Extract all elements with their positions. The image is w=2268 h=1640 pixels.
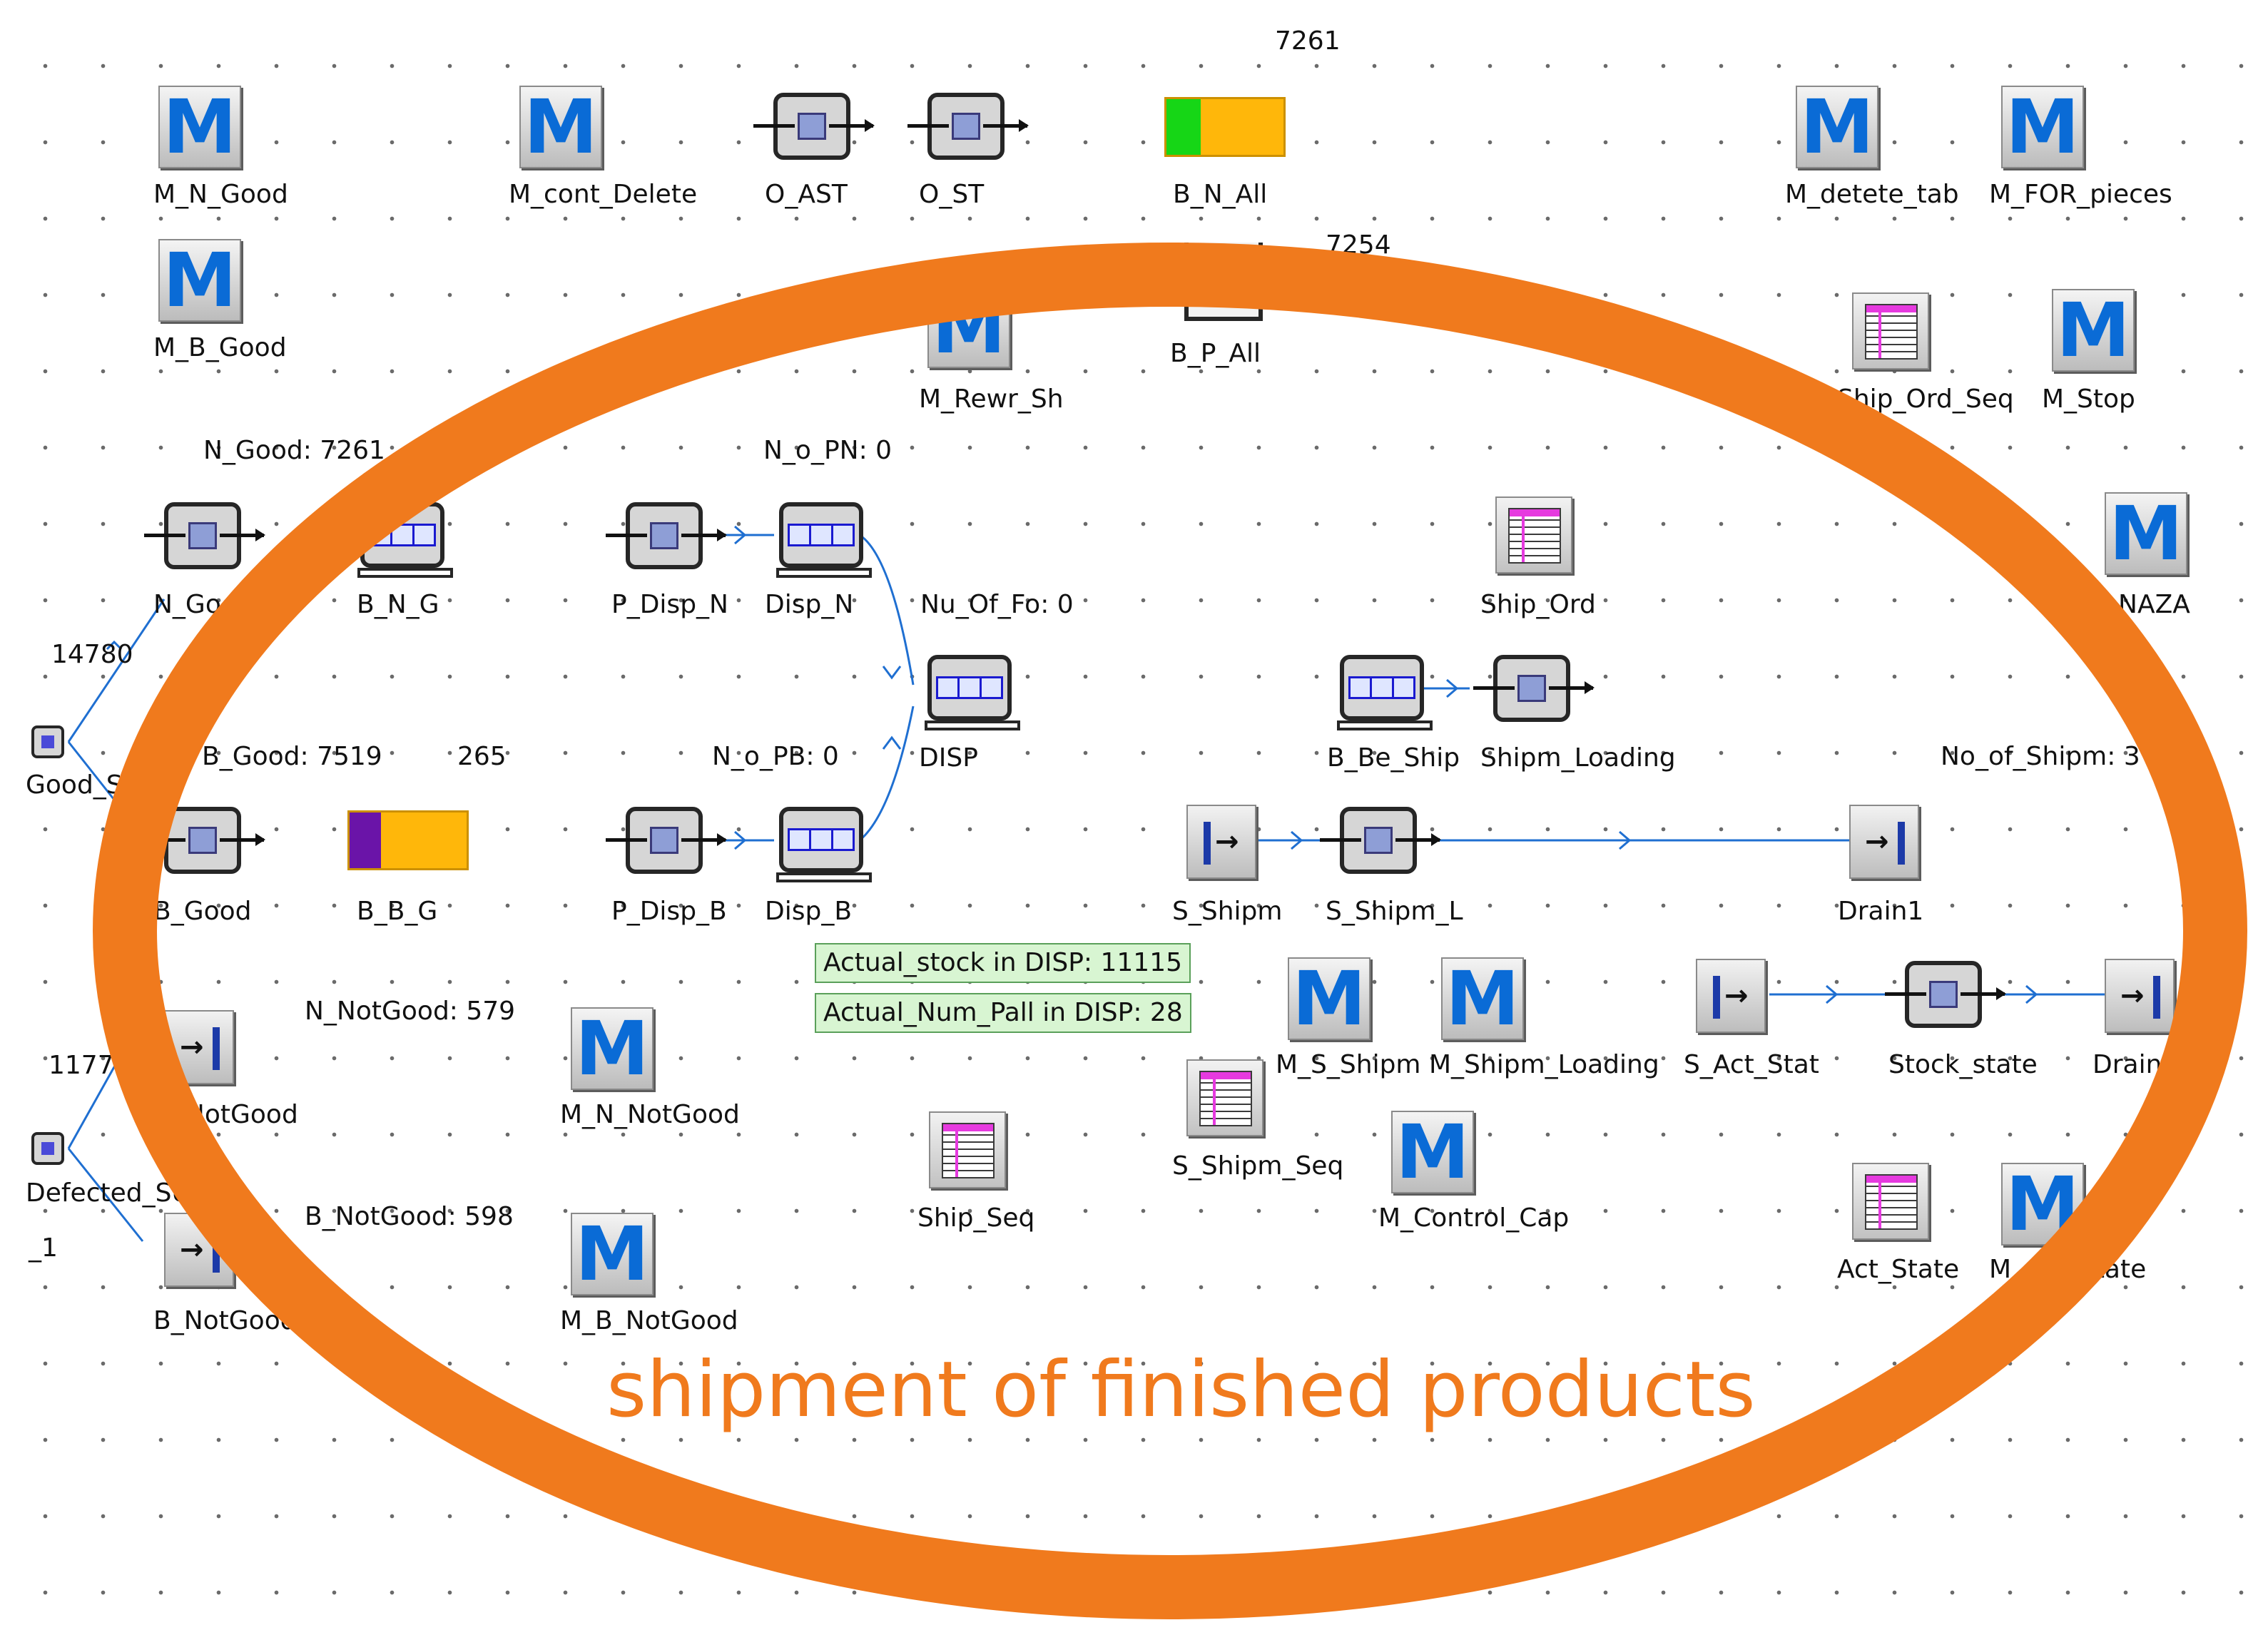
m-stop-method-icon[interactable]: M bbox=[2052, 289, 2135, 372]
b-n-all-count: 7261 bbox=[1275, 26, 1341, 56]
shipm-loading-label: Shipm_Loading bbox=[1480, 743, 1676, 773]
actual-num-pall-display[interactable]: Actual_Num_Pall in DISP: 28 bbox=[815, 993, 1191, 1033]
m-b-good-method-icon[interactable]: M bbox=[158, 239, 241, 322]
b-n-all-label: B_N_All bbox=[1173, 180, 1268, 209]
m-for-pieces-method-icon[interactable]: M bbox=[2001, 86, 2084, 168]
drain-icon[interactable]: → bbox=[2105, 959, 2175, 1033]
actual-stock-display[interactable]: Actual_stock in DISP: 11115 bbox=[815, 943, 1191, 983]
n-good-station-icon[interactable] bbox=[144, 502, 265, 569]
m-detete-tab-method-icon[interactable]: M bbox=[1796, 86, 1878, 168]
ship-seq-label: Ship_Seq bbox=[917, 1203, 1035, 1233]
b-be-ship-buffer-icon[interactable] bbox=[1337, 655, 1433, 730]
o-ast-label: O_AST bbox=[765, 180, 848, 209]
m-naza-method-icon[interactable]: M bbox=[2105, 492, 2187, 575]
disp-label: DISP bbox=[919, 743, 978, 773]
n-good-count: N_Good: 7261 bbox=[203, 436, 385, 465]
m-shipm-loading-method-icon[interactable]: M bbox=[1441, 957, 1524, 1040]
m-cont-delete-method-icon[interactable]: M bbox=[519, 86, 602, 168]
b-n-all-buffer-icon[interactable] bbox=[1164, 97, 1286, 157]
n-o-pn-count: N_o_PN: 0 bbox=[763, 436, 893, 465]
good-source-label: Good_S bbox=[26, 770, 123, 800]
s-shipm-l-station-icon[interactable] bbox=[1320, 807, 1441, 874]
m-n-good-label: M_N_Good bbox=[153, 180, 288, 209]
defected-source-label: Defected_SU bbox=[26, 1178, 190, 1208]
disp-buffer-icon[interactable] bbox=[925, 655, 1020, 730]
m-control-cap-label: M_Control_Cap bbox=[1378, 1203, 1570, 1233]
drain-label: Drain bbox=[2092, 1050, 2162, 1079]
s-shipm-seq-label: S_Shipm_Seq bbox=[1172, 1151, 1344, 1181]
p-disp-b-label: P_Disp_B bbox=[611, 897, 727, 926]
nu-of-fo-count: Nu_Of_Fo: 0 bbox=[920, 590, 1074, 619]
ship-ord-table-icon[interactable] bbox=[1495, 496, 1572, 574]
o-st-label: O_ST bbox=[919, 180, 985, 209]
m-n-notgood-method-icon[interactable]: M bbox=[571, 1007, 654, 1090]
disp-n-label: Disp_N bbox=[765, 590, 854, 619]
annotation-caption: shipment of finished products bbox=[606, 1345, 1756, 1435]
s-shipm-seq-table-icon[interactable] bbox=[1186, 1059, 1263, 1136]
s-shipm-label: S_Shipm bbox=[1172, 897, 1283, 926]
m-cont-delete-label: M_cont_Delete bbox=[509, 180, 698, 209]
m-b-notgood-label: M_B_NotGood bbox=[560, 1306, 738, 1335]
disp-n-buffer-icon[interactable] bbox=[776, 502, 872, 578]
stock-state-label: Stock_state bbox=[1888, 1050, 2038, 1079]
b-b-g-buffer-icon[interactable] bbox=[347, 810, 469, 870]
m-shipm-loading-label: M_Shipm_Loading bbox=[1429, 1050, 1659, 1079]
m-for-pieces-label: M_FOR_pieces bbox=[1989, 180, 2172, 209]
ship-ord-seq-table-icon[interactable] bbox=[1852, 292, 1929, 370]
b-good-count: B_Good: 7519 bbox=[202, 742, 382, 771]
o-st-station-icon[interactable] bbox=[907, 93, 1029, 160]
act-state-table-icon[interactable] bbox=[1852, 1163, 1929, 1240]
m-act-state-method-icon[interactable]: M bbox=[2001, 1163, 2084, 1246]
b-n-g-label: B_N_G bbox=[357, 590, 439, 619]
b-be-ship-label: B_Be_Ship bbox=[1327, 743, 1460, 773]
ship-seq-table-icon[interactable] bbox=[929, 1111, 1006, 1188]
m-n-notgood-label: M_N_NotGood bbox=[560, 1100, 740, 1129]
m-s-shipm-label: M_S_Shipm bbox=[1276, 1050, 1421, 1079]
m-b-notgood-method-icon[interactable]: M bbox=[571, 1213, 654, 1295]
m-n-good-method-icon[interactable]: M bbox=[158, 86, 241, 168]
p-disp-n-label: P_Disp_N bbox=[611, 590, 728, 619]
s-shipm-l-label: S_Shipm_L bbox=[1326, 897, 1463, 926]
p-disp-b-station-icon[interactable] bbox=[606, 807, 727, 874]
stock-state-station-icon[interactable] bbox=[1885, 961, 2006, 1028]
n-o-pb-count: N_o_PB: 0 bbox=[712, 742, 839, 771]
good-source-count: 14780 bbox=[51, 640, 133, 669]
ship-ord-label: Ship_Ord bbox=[1480, 590, 1596, 619]
drain1-icon[interactable]: → bbox=[1849, 805, 1919, 879]
s-act-stat-source-icon[interactable]: → bbox=[1696, 959, 1766, 1033]
disp-b-label: Disp_B bbox=[765, 897, 853, 926]
defected-source-index: _1 bbox=[29, 1233, 58, 1263]
b-b-g-label: B_B_G bbox=[357, 897, 438, 926]
b-b-g-count: 265 bbox=[457, 742, 507, 771]
disp-b-buffer-icon[interactable] bbox=[776, 807, 872, 882]
s-act-stat-label: S_Act_Stat bbox=[1684, 1050, 1819, 1079]
m-s-shipm-method-icon[interactable]: M bbox=[1288, 957, 1371, 1040]
m-detete-tab-label: M_detete_tab bbox=[1785, 180, 1959, 209]
good-source-icon[interactable] bbox=[31, 725, 64, 758]
b-notgood-count: B_NotGood: 598 bbox=[305, 1202, 514, 1231]
b-p-all-label: B_P_All bbox=[1170, 339, 1261, 368]
defected-source-icon[interactable] bbox=[31, 1132, 64, 1165]
no-of-shipm-count: No_of_Shipm: 3 bbox=[1941, 742, 2140, 771]
m-b-good-label: M_B_Good bbox=[153, 333, 287, 362]
m-rewr-sh-label: M_Rewr_Sh bbox=[919, 384, 1064, 414]
m-stop-label: M_Stop bbox=[2042, 384, 2135, 414]
o-ast-station-icon[interactable] bbox=[753, 93, 875, 160]
b-good-label: B_Good bbox=[153, 897, 252, 926]
p-disp-n-station-icon[interactable] bbox=[606, 502, 727, 569]
defected-source-count: 1177 bbox=[49, 1051, 114, 1080]
act-state-label: Act_State bbox=[1837, 1255, 1960, 1284]
drain1-label: Drain1 bbox=[1838, 897, 1924, 926]
s-shipm-source-icon[interactable]: → bbox=[1186, 805, 1256, 879]
n-notgood-count: N_NotGood: 579 bbox=[305, 997, 516, 1026]
shipm-loading-station-icon[interactable] bbox=[1473, 655, 1595, 722]
m-control-cap-method-icon[interactable]: M bbox=[1391, 1111, 1474, 1193]
